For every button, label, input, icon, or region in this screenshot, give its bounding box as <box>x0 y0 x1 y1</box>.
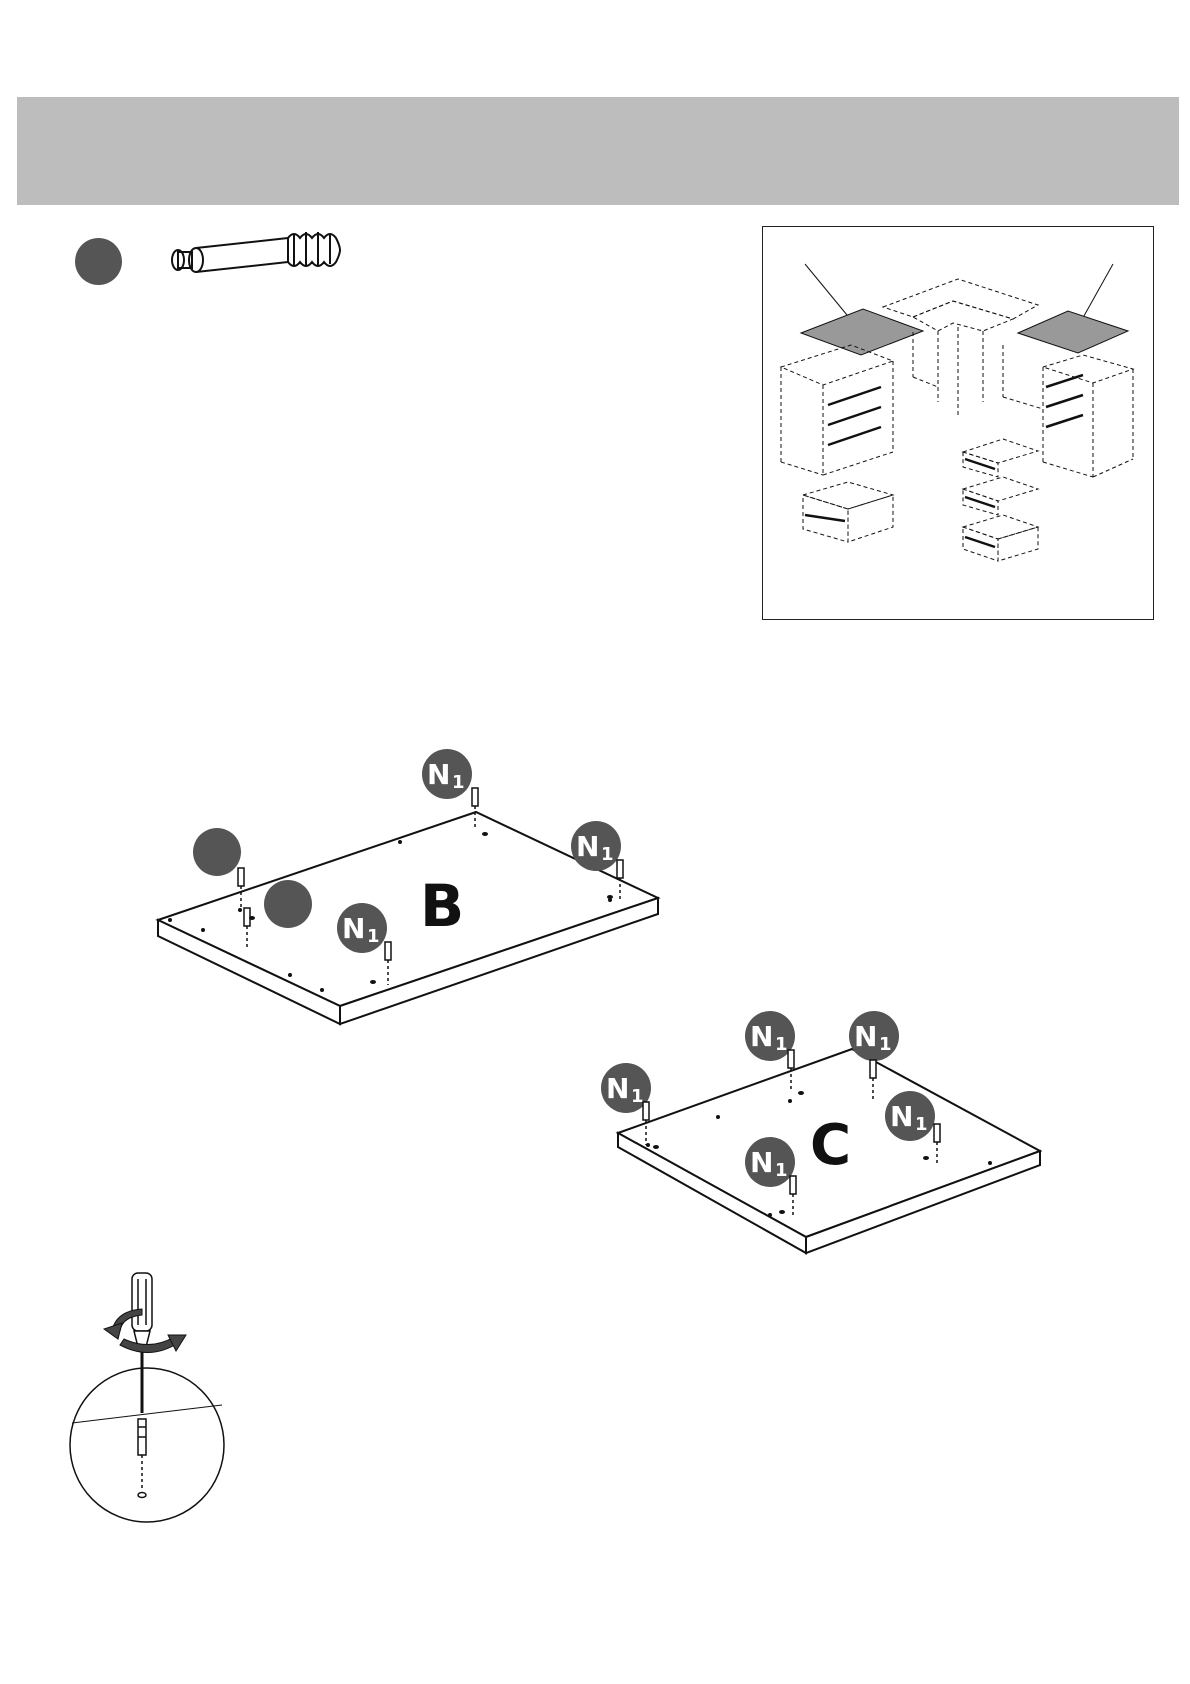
cam-bolt-icon <box>244 908 250 950</box>
cam-bolt-icon <box>472 788 478 830</box>
detail-circle <box>70 1368 224 1522</box>
cam-bolt-icon <box>643 1102 649 1145</box>
cam-bolt-icon <box>788 1050 794 1090</box>
screwdriver-detail <box>60 1265 240 1525</box>
cam-bolt-icon <box>870 1060 876 1100</box>
cam-bolt-icon <box>617 860 623 900</box>
cam-bolt-icon <box>934 1124 940 1165</box>
cam-bolt-icon <box>238 868 244 910</box>
cam-bolt-icon <box>385 942 391 985</box>
cam-bolt-icon <box>790 1176 796 1215</box>
